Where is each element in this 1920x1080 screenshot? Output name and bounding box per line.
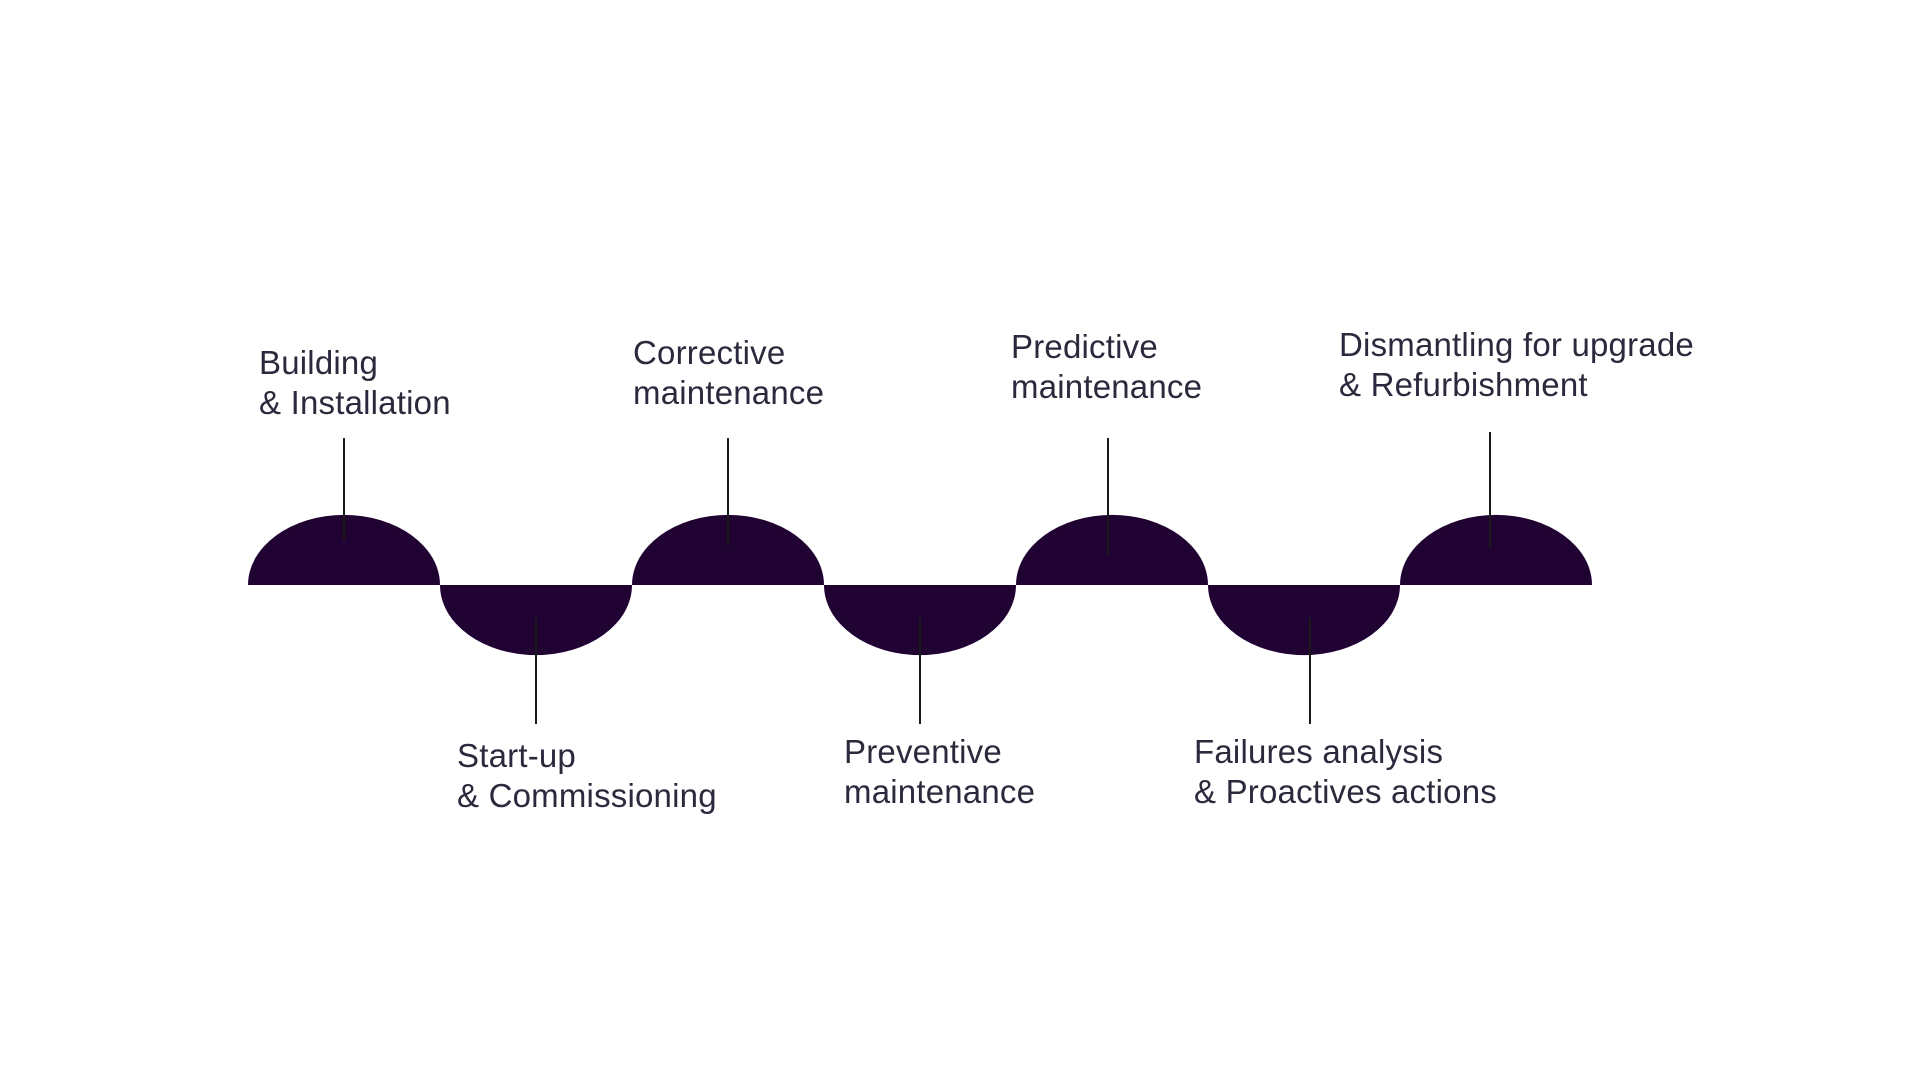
stage-label-failures-analysis: Failures analysis & Proactives actions (1194, 732, 1497, 812)
stage-label-line: maintenance (633, 374, 825, 411)
wave-bump-above (1400, 514, 1592, 585)
wave-bump-above (632, 514, 824, 585)
stage-label-line: Preventive (844, 733, 1002, 770)
stage-label-preventive-maintenance: Preventive maintenance (844, 732, 1035, 812)
wave-bump-above (1016, 514, 1208, 585)
stage-label-startup-commissioning: Start-up & Commissioning (457, 736, 717, 816)
stage-label-line: & Commissioning (457, 777, 717, 814)
stage-label-predictive-maintenance: Predictive maintenance (1011, 327, 1202, 407)
stage-label-line: maintenance (844, 773, 1036, 810)
stage-label-corrective-maintenance: Corrective maintenance (633, 333, 824, 413)
stage-label-line: maintenance (1011, 368, 1203, 405)
stage-label-line: Corrective (633, 334, 786, 371)
stage-label-line: Start-up (457, 737, 576, 774)
stage-label-line: Failures analysis (1194, 733, 1444, 770)
stage-label-line: & Proactives actions (1194, 773, 1497, 810)
stage-label-line: Dismantling for upgrade (1339, 326, 1694, 363)
stage-label-building-installation: Building & Installation (259, 343, 451, 423)
stage-label-line: & Installation (259, 384, 451, 421)
stage-label-line: Predictive (1011, 328, 1158, 365)
stage-label-dismantling-refurbishment: Dismantling for upgrade & Refurbishment (1339, 325, 1694, 405)
wave-bump-above (248, 514, 440, 585)
stage-label-line: & Refurbishment (1339, 366, 1588, 403)
stage-label-line: Building (259, 344, 379, 381)
wave-bump-below (1208, 585, 1400, 656)
